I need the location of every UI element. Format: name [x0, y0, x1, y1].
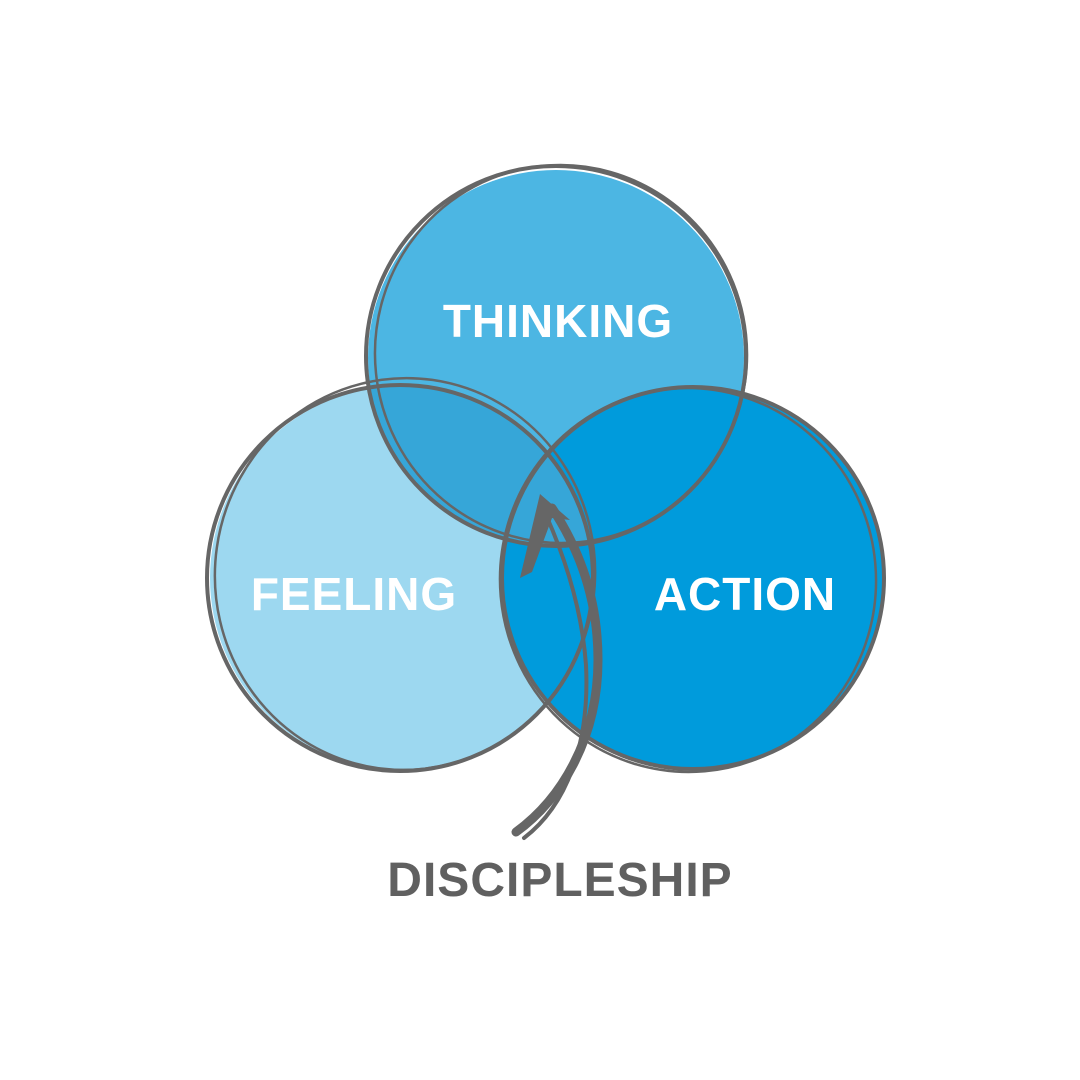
curved-arrow-up-icon: [511, 494, 603, 840]
action-outline-2: [498, 386, 878, 774]
arrow-stroke: [511, 503, 603, 837]
thinking-feeling-overlap: [368, 386, 594, 546]
thinking-outline-2: [373, 163, 749, 545]
thinking-label: THINKING: [443, 295, 673, 347]
arrowhead: [520, 494, 570, 578]
feeling-label: FEELING: [251, 568, 457, 620]
discipleship-caption: DISCIPLESHIP: [387, 854, 732, 907]
action-label: ACTION: [654, 568, 836, 620]
arrow-stroke-inner: [522, 513, 589, 840]
